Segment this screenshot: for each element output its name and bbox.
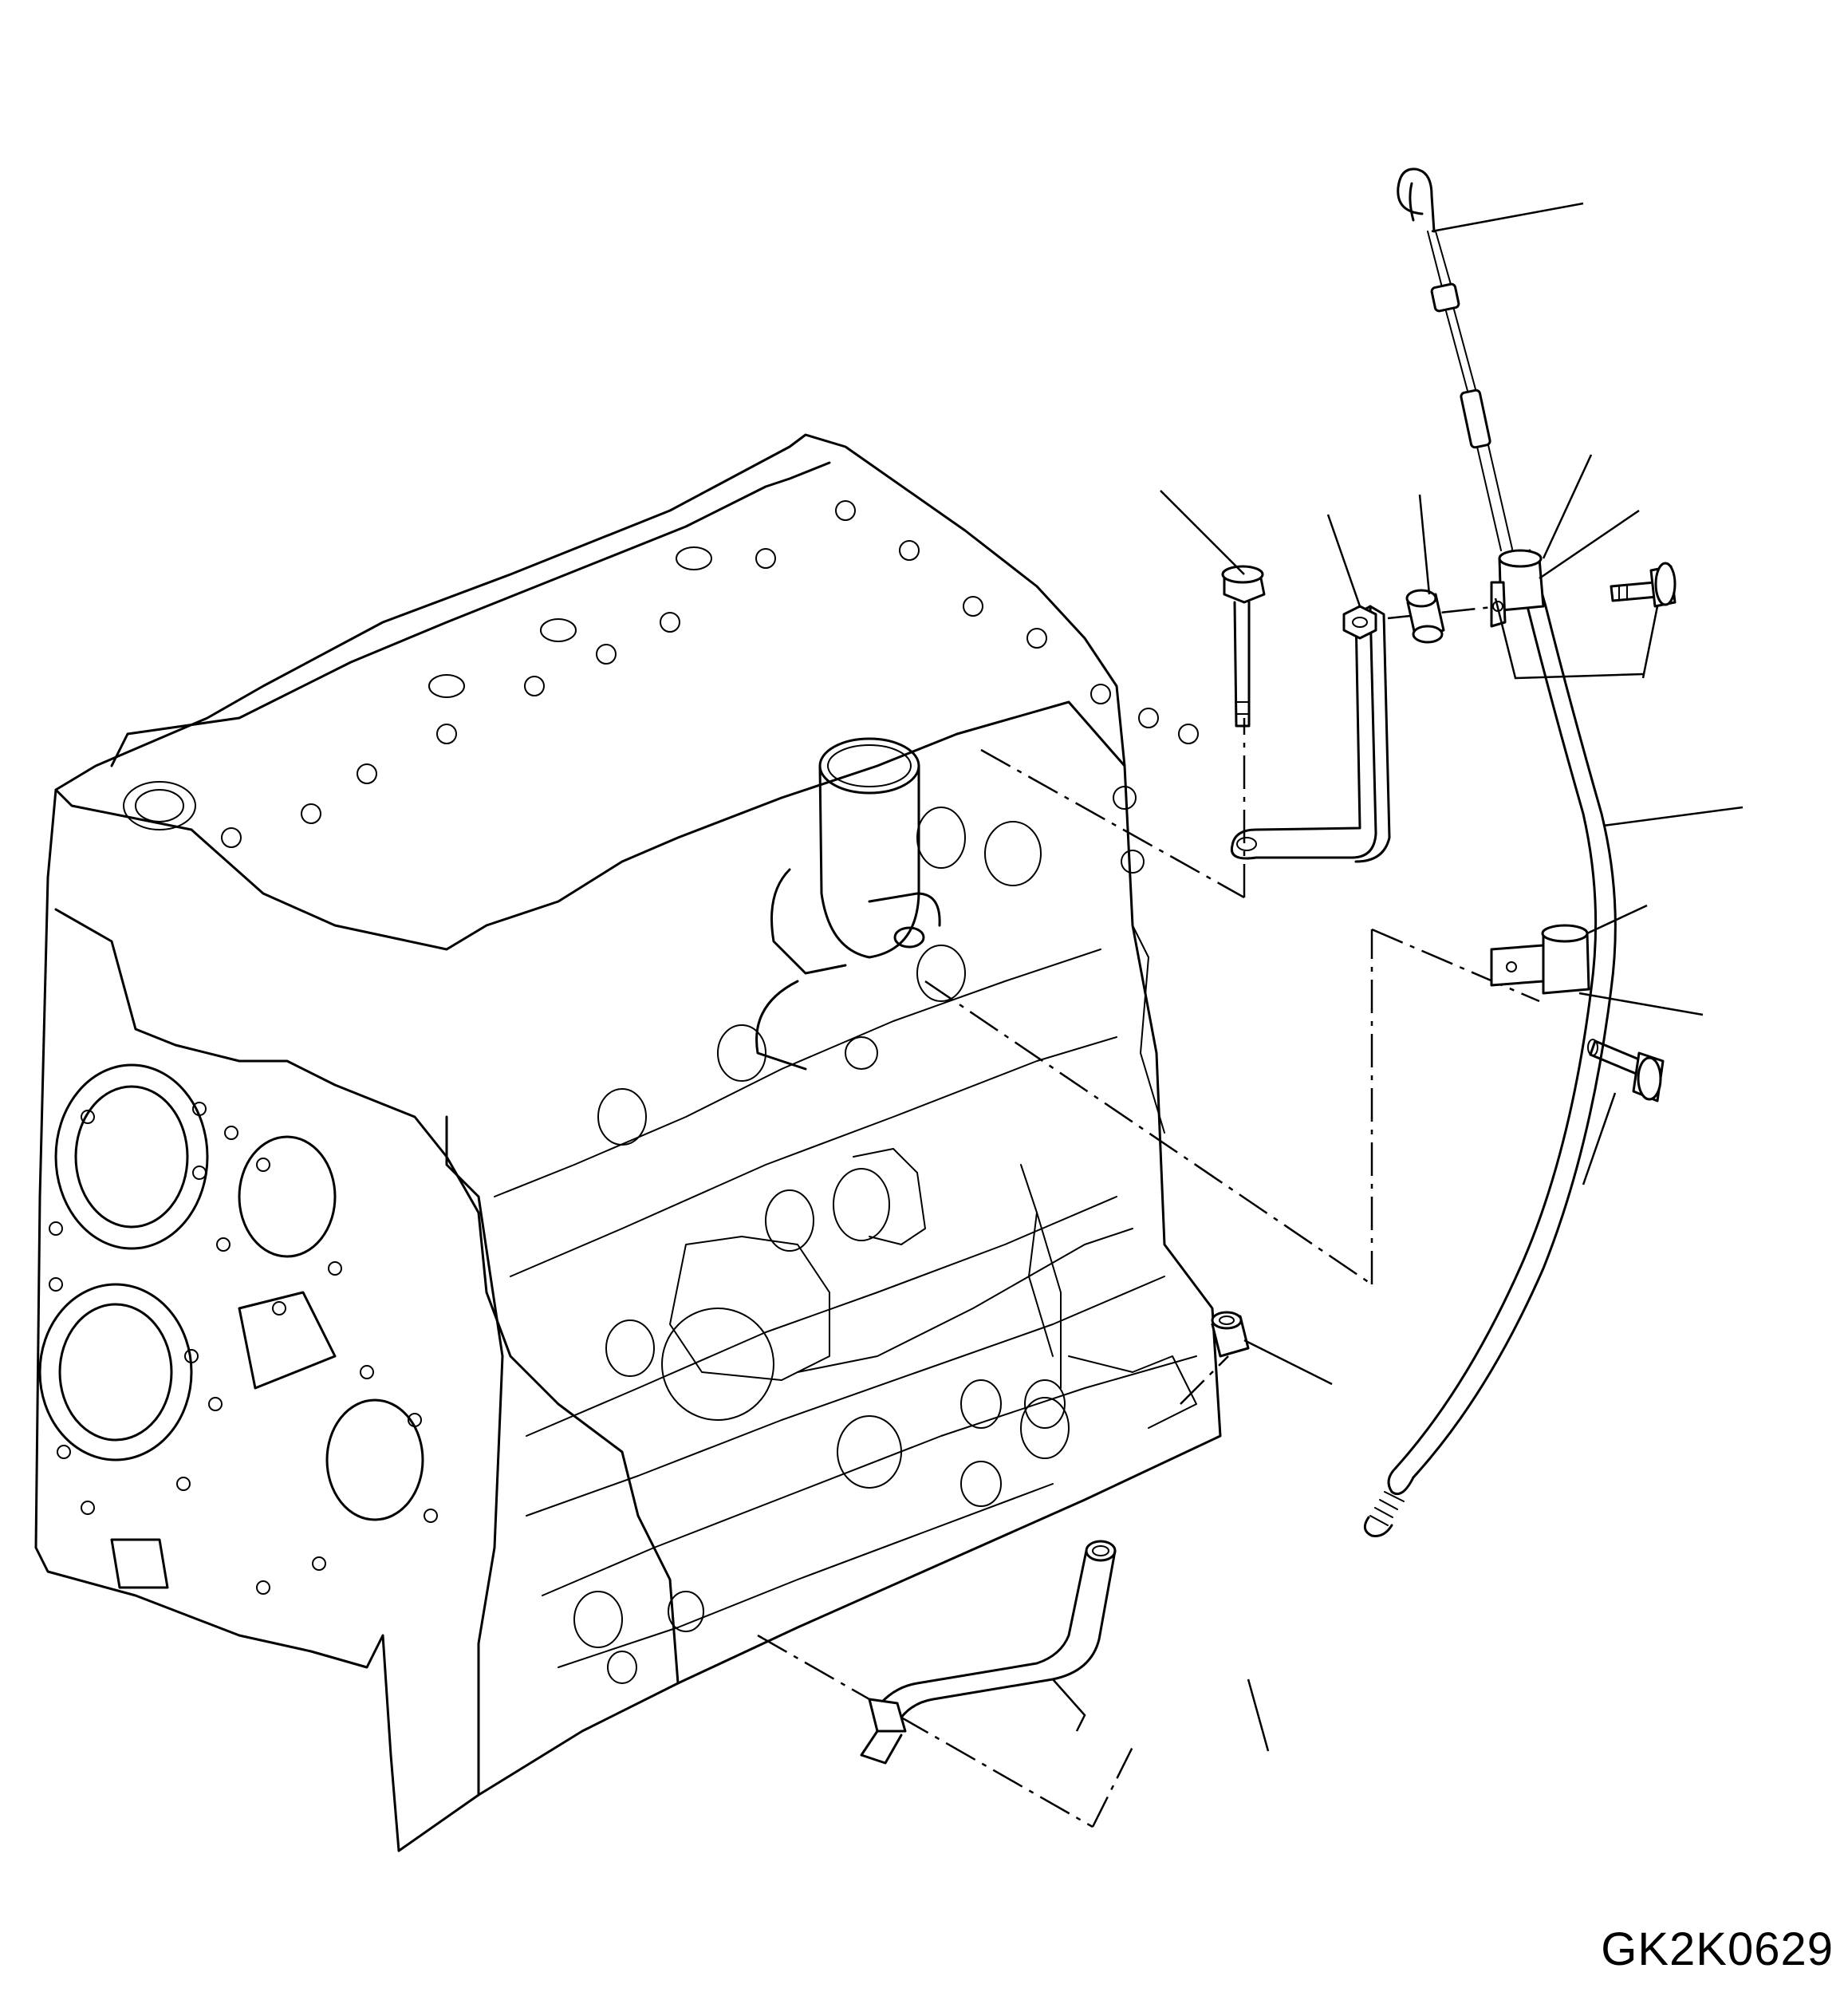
guide-clamp-upper[interactable] [1490, 549, 1545, 628]
dipstick-guide-tube[interactable] [1363, 549, 1617, 1537]
water-outlet [755, 737, 941, 1071]
bolt-vertical[interactable] [1221, 565, 1266, 728]
leader-lines [1052, 202, 1744, 1752]
guide-clamp-lower[interactable] [1490, 924, 1590, 995]
spacer[interactable] [1405, 589, 1445, 644]
dipstick-handle[interactable] [1397, 168, 1513, 551]
bolt-right-upper[interactable] [1610, 562, 1677, 608]
engine-block [34, 433, 1222, 1852]
bolt-right-lower[interactable] [1587, 1039, 1665, 1103]
plug[interactable] [1211, 1311, 1250, 1358]
bracket[interactable] [1230, 605, 1391, 863]
drawing-code: GK2K0629 [1601, 1923, 1834, 1975]
